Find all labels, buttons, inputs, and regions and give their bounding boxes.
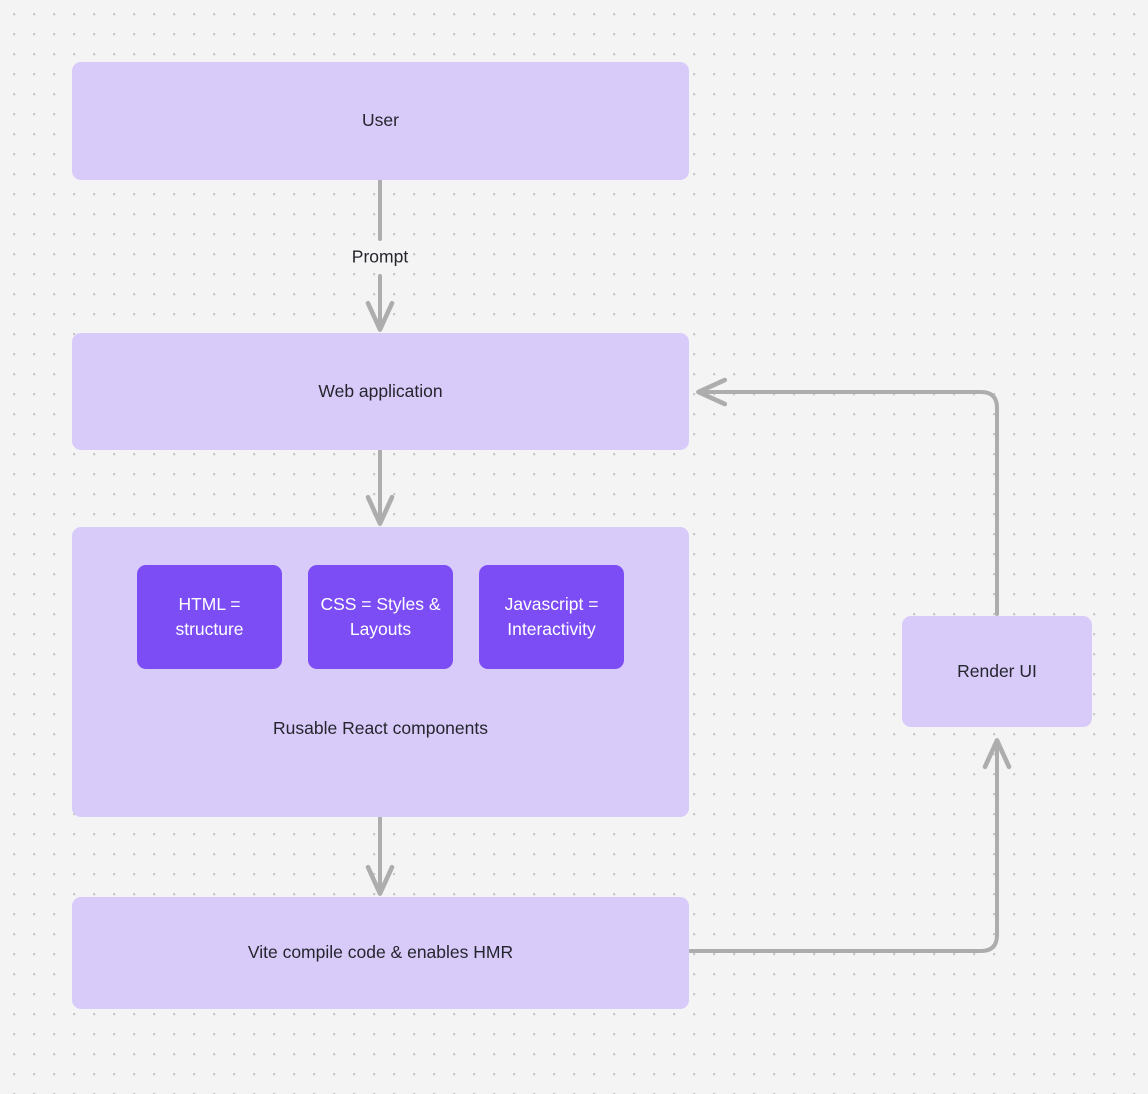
- node-vite[interactable]: Vite compile code & enables HMR: [72, 897, 689, 1009]
- node-html[interactable]: HTML = structure: [137, 565, 282, 669]
- components-inner-row: HTML = structure CSS = Styles & Layouts …: [72, 565, 689, 669]
- edge-render-to-webapp: [696, 377, 999, 616]
- node-javascript-label: Javascript = Interactivity: [504, 593, 599, 639]
- node-render-ui-label: Render UI: [957, 660, 1037, 681]
- components-caption: Rusable React components: [273, 718, 488, 738]
- node-css[interactable]: CSS = Styles & Layouts: [308, 565, 453, 669]
- node-user[interactable]: User: [72, 62, 689, 180]
- node-html-label: HTML = structure: [175, 593, 244, 639]
- edge-label-prompt: Prompt: [346, 246, 414, 268]
- edge-vite-to-render: [688, 738, 1012, 953]
- node-vite-label: Vite compile code & enables HMR: [247, 942, 514, 963]
- node-web-application[interactable]: Web application: [72, 333, 689, 450]
- node-render-ui[interactable]: Render UI: [902, 616, 1092, 727]
- node-components-group[interactable]: HTML = structure CSS = Styles & Layouts …: [72, 527, 689, 817]
- node-css-label: CSS = Styles & Layouts: [320, 593, 441, 639]
- node-user-label: User: [362, 110, 399, 131]
- node-javascript[interactable]: Javascript = Interactivity: [479, 565, 624, 669]
- node-web-application-label: Web application: [318, 380, 443, 401]
